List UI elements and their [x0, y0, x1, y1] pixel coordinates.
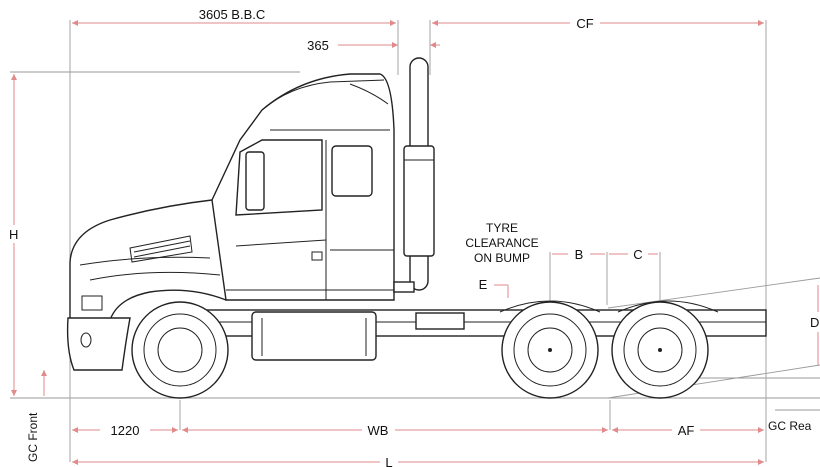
- dimension-labels: 3605 B.B.C CF 365 H TYRE CLEARANCE ON BU…: [9, 7, 819, 467]
- rear-wheel-1: [501, 301, 599, 399]
- l-label: L: [385, 455, 392, 467]
- mirror: [245, 151, 265, 211]
- tyre-clearance-line2: CLEARANCE: [465, 236, 538, 250]
- side-window: [331, 145, 373, 197]
- gc-rear-label: GC Rea: [768, 419, 812, 433]
- d-label: D: [810, 315, 819, 330]
- air-cleaner: [403, 145, 435, 257]
- e-label: E: [479, 277, 488, 292]
- cf-label: CF: [576, 16, 593, 31]
- rear-wheel-2: [611, 301, 709, 399]
- af-label: AF: [678, 423, 695, 438]
- truck-hood: [69, 199, 233, 321]
- front-wheel: [131, 301, 229, 399]
- dimension-lines: [11, 20, 819, 465]
- wb-label: WB: [368, 423, 389, 438]
- dim-365-label: 365: [307, 38, 329, 53]
- b-label: B: [575, 247, 584, 262]
- h-label: H: [9, 227, 18, 242]
- extension-lines: [10, 20, 820, 462]
- c-label: C: [633, 247, 642, 262]
- tyre-clearance-line3: ON BUMP: [474, 251, 530, 265]
- truck-drawing: [66, 57, 767, 399]
- bbc-label: 3605 B.B.C: [199, 7, 266, 22]
- front-bumper: [66, 317, 131, 371]
- dim-1220-label: 1220: [111, 423, 140, 438]
- tyre-clearance-line1: TYRE: [486, 221, 518, 235]
- gc-front-label: GC Front: [26, 412, 40, 462]
- fuel-tank: [251, 311, 377, 361]
